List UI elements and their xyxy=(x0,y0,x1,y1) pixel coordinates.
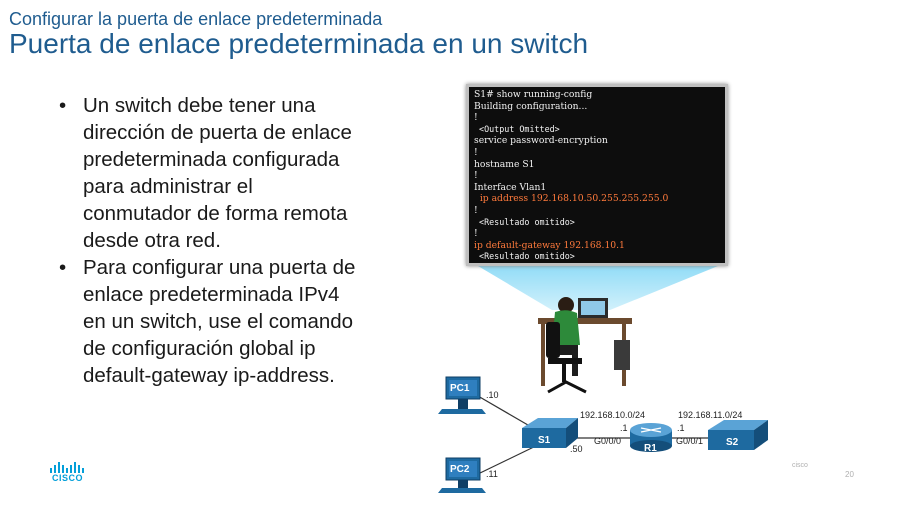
switch-s1-icon xyxy=(522,418,578,448)
r1-label: R1 xyxy=(644,443,657,454)
link-pc2-s1 xyxy=(477,443,541,475)
terminal-line-default-gateway: ip default-gateway 192.168.10.1 xyxy=(474,239,625,251)
router-r1-icon xyxy=(630,423,672,452)
terminal-window: S1# show running-config Building configu… xyxy=(466,84,728,266)
pc1-host-label: .10 xyxy=(486,390,499,400)
terminal-line: <Resultado omitido> xyxy=(474,216,575,227)
pc1-label: PC1 xyxy=(450,383,470,394)
screen-projection xyxy=(478,266,718,310)
terminal-line-ip-address: ip address 192.168.10.50.255.255.255.0 xyxy=(474,193,669,205)
r1-right-host-label: .1 xyxy=(677,423,685,433)
terminal-line: ! xyxy=(474,112,478,124)
s2-label: S2 xyxy=(726,437,739,448)
slide-subtitle: Configurar la puerta de enlace predeterm… xyxy=(9,9,383,29)
terminal-line: hostname S1 xyxy=(474,158,535,170)
r1-right-interface-label: G0/0/1 xyxy=(676,436,703,446)
r1-left-interface-label: G0/0/0 xyxy=(594,436,621,446)
bullet-list: Un switch debe tener una dirección de pu… xyxy=(55,92,365,389)
bullet-item: Un switch debe tener una dirección de pu… xyxy=(55,92,365,254)
terminal-line: S1# show running-config xyxy=(474,89,593,100)
terminal-line: service password-encryption xyxy=(474,135,608,147)
terminal-line: ! xyxy=(474,204,478,216)
network1-label: 192.168.10.0/24 xyxy=(580,410,645,420)
r1-left-host-label: .1 xyxy=(620,423,628,433)
switch-s2-icon xyxy=(708,420,768,450)
cisco-logo-text: CISCO xyxy=(52,473,84,483)
terminal-line: <Output Omitted> xyxy=(474,123,560,134)
pc2-host-label: .11 xyxy=(486,469,498,479)
cisco-logo-icon xyxy=(50,462,84,473)
terminal-line: ! xyxy=(474,228,478,240)
terminal-line: <Resultado omitido> xyxy=(474,251,575,262)
bullet-item: Para configurar una puerta de enlace pre… xyxy=(55,254,365,389)
terminal-line: ! xyxy=(474,170,478,182)
s1-label: S1 xyxy=(538,435,551,446)
slide-title: Puerta de enlace predeterminada en un sw… xyxy=(9,28,589,59)
footer-small-text: cisco xyxy=(792,462,808,469)
terminal-line: Interface Vlan1 xyxy=(474,181,547,193)
terminal-line: Building configuration... xyxy=(474,100,588,112)
s1-host-label: .50 xyxy=(570,444,583,454)
pc2-label: PC2 xyxy=(450,464,470,475)
terminal-line: ! xyxy=(474,146,478,158)
workstation-user-icon xyxy=(538,297,632,394)
network2-label: 192.168.11.0/24 xyxy=(678,410,742,420)
pc1-icon xyxy=(438,376,486,414)
page-number: 20 xyxy=(845,470,854,479)
pc2-icon xyxy=(438,457,486,493)
